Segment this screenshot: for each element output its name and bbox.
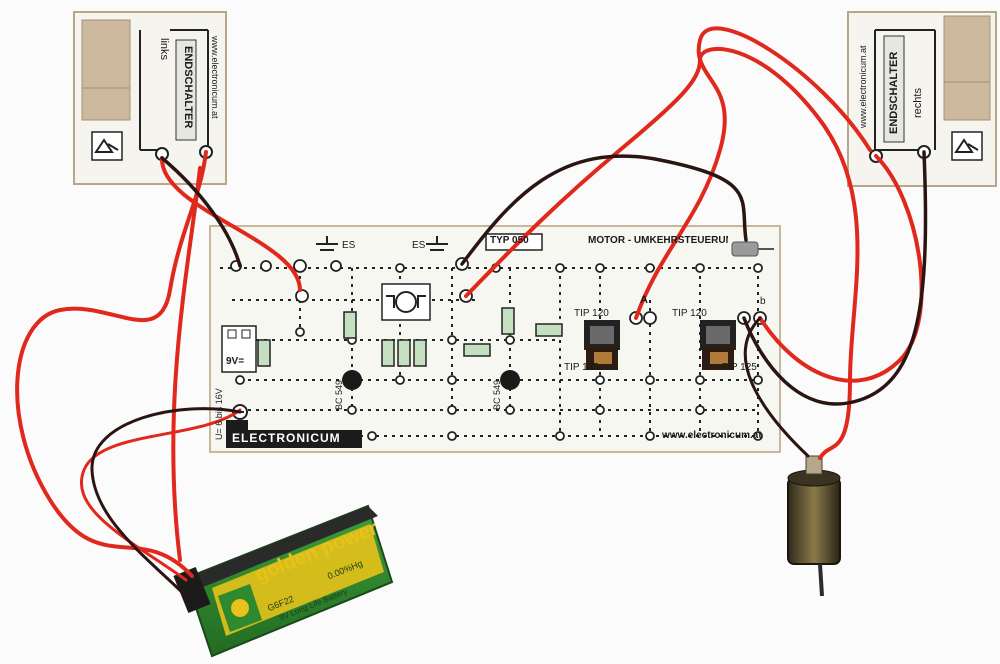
left-card-traces bbox=[139, 29, 209, 151]
left-switch-contact-pad bbox=[81, 19, 131, 121]
voltage-label: U= 6 bis 16V bbox=[214, 388, 224, 440]
wires bbox=[15, 26, 928, 602]
mini-motor-icon bbox=[731, 241, 759, 257]
switch-symbol-icon bbox=[426, 236, 448, 251]
right-switch-contact-pad bbox=[943, 15, 991, 121]
left-endswitch-card bbox=[73, 11, 227, 185]
right-card-title-box bbox=[883, 35, 905, 143]
left-card-title-box bbox=[175, 39, 197, 141]
board-title: MOTOR - UMKEHRSTEUERUNG bbox=[588, 235, 728, 246]
bc549-transistor bbox=[500, 370, 521, 390]
right-card-website: www.electronicum.at bbox=[858, 45, 868, 128]
type-label: TYP 050 bbox=[490, 235, 529, 246]
left-card-side: links bbox=[158, 38, 170, 61]
tip125-label-2: TIP 125 bbox=[722, 362, 757, 373]
tip125-label-1: TIP 125 bbox=[564, 362, 599, 373]
right-endswitch-card bbox=[847, 11, 997, 187]
board-brand: ELECTRONICUM bbox=[232, 431, 341, 445]
tip120-label-2: TIP 120 bbox=[672, 308, 707, 319]
tip-transistors-left bbox=[584, 320, 620, 370]
type-label-box bbox=[485, 233, 543, 251]
left-card-title: ENDSCHALTER bbox=[182, 46, 194, 129]
bc549-transistor bbox=[342, 370, 363, 390]
tip120-label-1: TIP 120 bbox=[574, 308, 609, 319]
right-card-title: ENDSCHALTER bbox=[888, 51, 900, 134]
main-circuit-board bbox=[209, 225, 781, 453]
terminal-label-a: A bbox=[640, 294, 648, 306]
board-website: www.electronicum.at bbox=[662, 430, 762, 441]
switch-label-es-1: ES bbox=[342, 240, 356, 251]
brand-bar bbox=[226, 430, 362, 448]
tip-transistors-right bbox=[700, 320, 736, 370]
bc549-label-1: BC 549 bbox=[334, 379, 344, 410]
battery-logo-icon bbox=[229, 597, 251, 619]
right-card-traces bbox=[874, 29, 936, 151]
switch-symbol-icon bbox=[316, 236, 338, 251]
motor-symbol-icon bbox=[381, 283, 431, 321]
left-card-website: www.electronicum.at bbox=[210, 36, 220, 119]
board-resistors bbox=[257, 307, 563, 367]
right-card-side: rechts bbox=[912, 88, 924, 118]
switch-label-es-2: ES bbox=[412, 240, 426, 251]
terminal-label-b: b bbox=[760, 296, 766, 307]
bc549-label-2: BC 549 bbox=[492, 379, 502, 410]
battery-box-label: 9V= bbox=[226, 356, 245, 367]
dc-motor bbox=[787, 455, 841, 597]
battery-9v bbox=[173, 504, 394, 658]
